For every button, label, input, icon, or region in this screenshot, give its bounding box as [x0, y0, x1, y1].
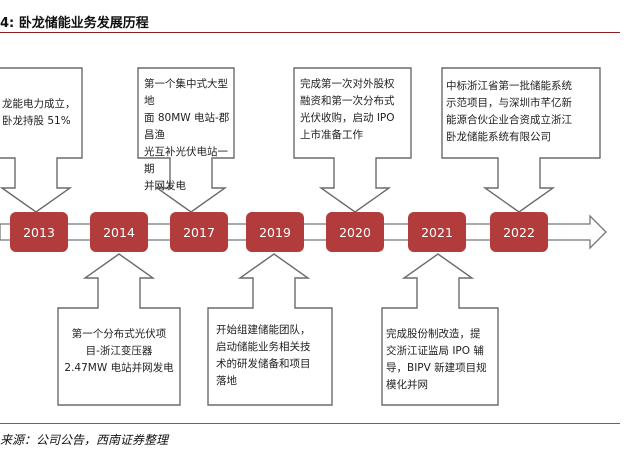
year-box-2020: 2020 [326, 212, 384, 252]
callout-2019 [207, 253, 333, 406]
callout-2022 [441, 67, 601, 213]
callout-2020 [293, 67, 412, 213]
source-rule [0, 423, 620, 424]
title-rule [0, 32, 620, 33]
year-box-2022: 2022 [490, 212, 548, 252]
year-label: 2014 [103, 225, 135, 240]
callout-2014 [57, 253, 181, 406]
figure-title: 4: 卧龙储能业务发展历程 [0, 16, 149, 31]
caption-2014: 第一个分布式光伏项 目-浙江变压器 2.47MW 电站并网发电 [64, 328, 174, 374]
year-label: 2020 [339, 225, 371, 240]
year-box-2019: 2019 [246, 212, 304, 252]
source-note: 来源：公司公告，西南证券整理 [0, 433, 169, 447]
year-label: 2021 [421, 225, 453, 240]
caption-2013: 龙能电力成立， 卧龙持股 51% [2, 98, 76, 127]
callout-2017 [137, 67, 235, 213]
caption-2020: 完成第一次对外股权 融资和第一次分布式 光伏收购，启动 IPO 上市准备工作 [300, 78, 395, 141]
caption-2019: 开始组建储能团队， 启动储能业务相关技 术的研发储备和项目 落地 [216, 324, 311, 387]
caption-2022: 中标浙江省第一批储能系统 示范项目，与深圳市芊亿新 能源合伙企业合资成立浙江 卧… [446, 80, 572, 143]
year-label: 2013 [23, 225, 55, 240]
year-box-2021: 2021 [408, 212, 466, 252]
caption-2017: 第一个集中式大型地 面 80MW 电站-郡昌渔 光互补光伏电站一期 并网发电 [144, 78, 230, 192]
year-label: 2017 [183, 225, 215, 240]
callout-2021 [381, 253, 499, 406]
callout-2013 [0, 67, 83, 213]
year-label: 2022 [503, 225, 535, 240]
year-box-2014: 2014 [90, 212, 148, 252]
caption-2021: 完成股份制改造，提 交浙江证监局 IPO 辅 导，BIPV 新建项目规 模化并网 [386, 328, 487, 391]
year-label: 2019 [259, 225, 291, 240]
year-box-2013: 2013 [10, 212, 68, 252]
year-box-2017: 2017 [170, 212, 228, 252]
